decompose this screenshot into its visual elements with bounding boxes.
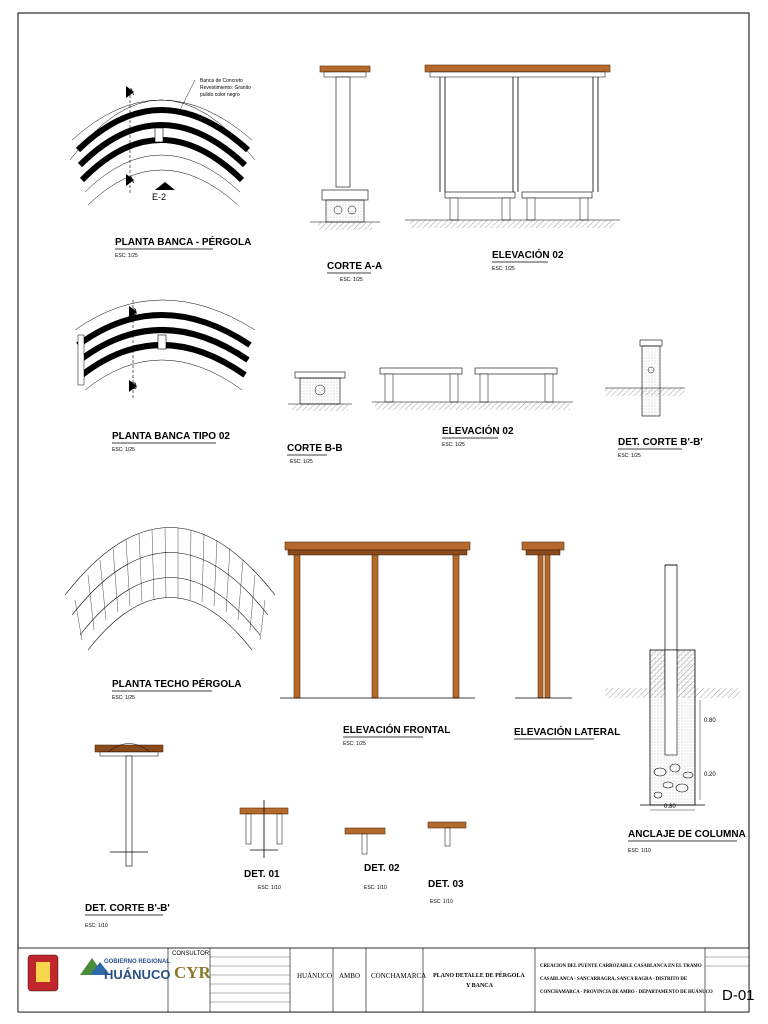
title-det-corte-bb-low: DET. CORTE B'-B'	[85, 903, 170, 914]
scale-planta-techo: ESC: 1/25	[112, 695, 135, 701]
banca-note-2: Revestimiento: Granito	[200, 85, 251, 91]
scale-corte-bb: ESC: 1/25	[290, 459, 313, 465]
cut-label-b-bottom: B	[131, 381, 137, 391]
scale-det-corte-bb-mid: ESC: 1/25	[618, 453, 641, 459]
tb-provincia: AMBO	[339, 972, 360, 980]
scale-elevacion02-mid: ESC: 1/25	[442, 442, 465, 448]
title-det03: DET. 03	[428, 879, 464, 890]
consultor-logo: CYR	[174, 963, 212, 982]
scale-det01: ESC: 1/10	[258, 885, 281, 891]
tb-proyecto-line1: CREACION DEL PUENTE CARROZABLE CASABLANC…	[540, 964, 702, 969]
det-corte-bb-mid-drawing	[605, 339, 685, 417]
tb-departamento: HUÁNUCO	[297, 972, 332, 980]
corte-bb-drawing	[288, 371, 352, 411]
scale-det02: ESC: 1/10	[364, 885, 387, 891]
det-corte-bb-low-drawing	[94, 743, 164, 867]
title-elevacion-lateral: ELEVACIÓN LATERAL	[514, 725, 620, 738]
cut-label-b-top: B	[131, 307, 137, 317]
tb-proyecto-line3: CONCHAMARCA - PROVINCIA DE AMBO - DEPART…	[540, 989, 713, 995]
banca-note-3: pulido color negro	[200, 92, 240, 98]
title-det02: DET. 02	[364, 863, 400, 874]
anclaje-dim-h1: 0.80	[704, 718, 716, 724]
elevacion02-mid-drawing	[372, 367, 573, 410]
scale-elevacion-frontal: ESC: 1/25	[343, 741, 366, 747]
banca-note-1: Banca de Concreto	[200, 78, 243, 84]
tb-sheet-number: D-01	[722, 987, 755, 1004]
planta-banca-drawing	[69, 79, 256, 206]
cut-label-a-top: A	[128, 87, 134, 97]
scale-planta-banca-tipo02: ESC: 1/25	[112, 447, 135, 453]
planta-techo-drawing	[64, 527, 276, 651]
anclaje-dim-h2: 0.20	[704, 772, 716, 778]
title-det01: DET. 01	[244, 869, 280, 880]
scale-corte-aa: ESC: 1/25	[340, 277, 363, 283]
det03-drawing	[427, 821, 467, 847]
scale-elevacion02-top: ESC: 1/25	[492, 266, 515, 272]
scale-planta-banca: ESC: 1/25	[115, 253, 138, 259]
anclaje-drawing	[605, 564, 740, 811]
cut-label-a-bottom: A	[128, 175, 134, 185]
region-logo-line2: HUÁNUCO	[104, 967, 170, 982]
title-anclaje: ANCLAJE DE COLUMNA	[628, 829, 746, 840]
title-elevacion-frontal: ELEVACIÓN FRONTAL	[343, 723, 450, 736]
consultor-label: CONSULTOR:	[172, 951, 211, 957]
title-corte-aa: CORTE A-A	[327, 261, 382, 272]
region-logo-line1: GOBIERNO REGIONAL	[104, 959, 170, 965]
elevacion-lateral-drawing	[515, 541, 572, 699]
elevacion-frontal-drawing	[280, 541, 475, 699]
planta-banca-tipo02-drawing	[74, 299, 256, 400]
title-det-corte-bb-mid: DET. CORTE B'-B'	[618, 437, 703, 448]
title-elevacion02-top: ELEVACIÓN 02	[492, 248, 564, 261]
det02-drawing	[344, 827, 386, 855]
title-elevacion02-mid: ELEVACIÓN 02	[442, 424, 514, 437]
title-planta-techo: PLANTA TECHO PÉRGOLA	[112, 677, 241, 690]
det01-drawing	[239, 800, 289, 858]
title-block	[17, 947, 750, 1013]
title-planta-banca-tipo02: PLANTA BANCA TIPO 02	[112, 431, 230, 442]
cut-label-e2: E-2	[152, 192, 166, 202]
tb-distrito: CONCHAMARCA	[371, 972, 426, 980]
tb-plano-line1: PLANO DETALLE DE PÉRGOLA	[433, 971, 525, 979]
elevacion02-top-drawing	[405, 64, 620, 228]
scale-det03: ESC: 1/10	[430, 899, 453, 905]
title-planta-banca: PLANTA BANCA - PÉRGOLA	[115, 235, 251, 248]
scale-det-corte-bb-low: ESC: 1/10	[85, 923, 108, 929]
scale-anclaje: ESC: 1/10	[628, 848, 651, 854]
anclaje-dim-w: 0.80	[664, 804, 676, 810]
tb-plano-line2: Y BANCA	[466, 983, 494, 989]
title-corte-bb: CORTE B-B	[287, 443, 343, 454]
corte-aa-drawing	[310, 65, 380, 230]
tb-proyecto-line2: CASABLANCA - SANCARRAGRA, SANCA RAGRA - …	[540, 977, 687, 982]
